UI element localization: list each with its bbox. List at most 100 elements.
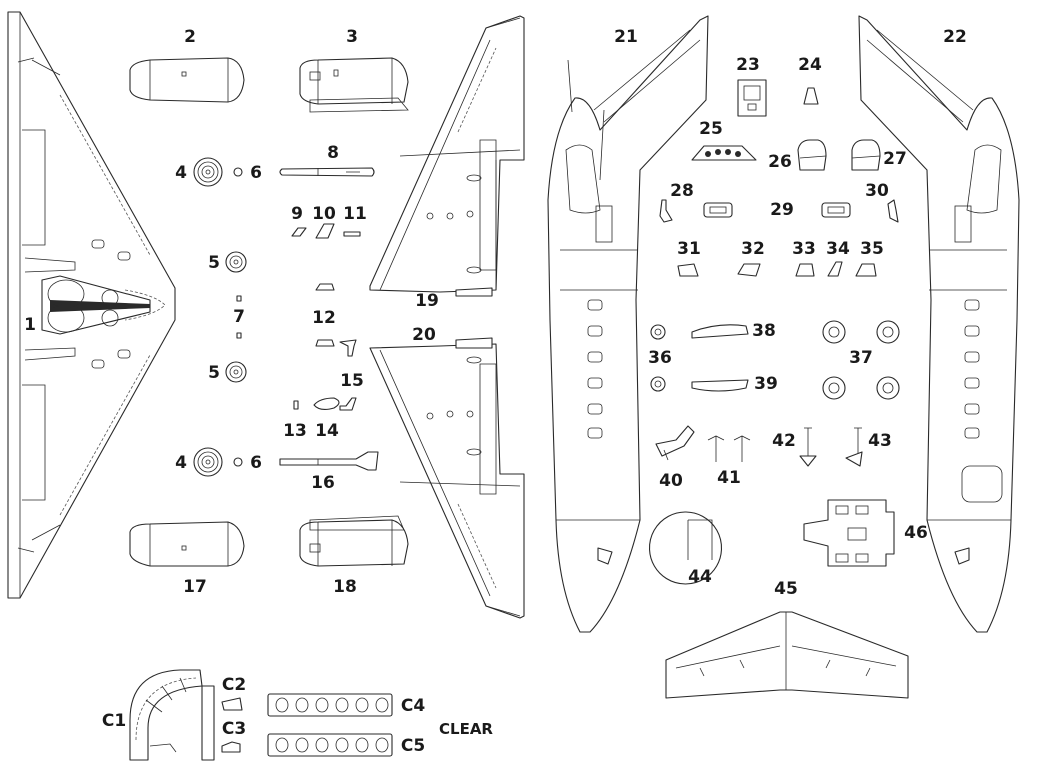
part-10 <box>315 223 335 239</box>
part-6-spinner-a <box>233 167 243 177</box>
part-15a <box>339 339 357 357</box>
label-30: 30 <box>865 181 889 201</box>
label-37: 37 <box>849 348 873 368</box>
part-36-nose-wheels <box>650 324 666 392</box>
label-14: 14 <box>315 421 339 441</box>
part-43-main-leg <box>845 427 863 467</box>
part-1-lower-wing <box>7 11 176 599</box>
label-28: 28 <box>670 181 694 201</box>
part-40-gear-strut <box>655 425 695 461</box>
part-C3 <box>221 741 241 753</box>
part-24 <box>803 87 819 105</box>
part-18-nacelle <box>299 515 409 567</box>
part-45-horizontal-stabiliser <box>665 611 909 699</box>
part-28 <box>659 199 673 223</box>
part-38 <box>691 324 749 339</box>
part-13 <box>293 400 299 410</box>
label-C1: C1 <box>102 711 126 731</box>
part-27-seat-back <box>851 139 881 171</box>
part-44-bulkhead <box>649 511 722 585</box>
label-46: 46 <box>904 523 928 543</box>
part-9 <box>291 227 307 237</box>
part-12a <box>315 283 335 291</box>
label-27: 27 <box>883 149 907 169</box>
part-15b <box>339 397 357 411</box>
label-29: 29 <box>770 200 794 220</box>
part-42-main-leg <box>799 427 817 467</box>
label-10: 10 <box>312 204 336 224</box>
label-12: 12 <box>312 308 336 328</box>
part-30 <box>887 199 899 223</box>
label-24: 24 <box>798 55 822 75</box>
label-6b: 6 <box>250 453 262 473</box>
label-35: 35 <box>860 239 884 259</box>
part-C1-canopy <box>129 669 215 761</box>
label-5a: 5 <box>208 253 220 273</box>
part-41-gear-legs <box>707 435 751 462</box>
part-11 <box>343 231 361 237</box>
part-25-instrument-panel <box>691 145 757 161</box>
part-4-fan-a <box>193 157 223 187</box>
part-C5-window-strip <box>267 733 393 757</box>
part-37-main-wheels <box>822 320 900 400</box>
part-22-fuselage-half <box>858 15 1020 633</box>
label-42: 42 <box>772 431 796 451</box>
label-8: 8 <box>327 143 339 163</box>
part-34 <box>827 261 843 277</box>
label-31: 31 <box>677 239 701 259</box>
label-19: 19 <box>415 291 439 311</box>
label-20: 20 <box>412 325 436 345</box>
part-23-seat <box>737 79 767 117</box>
label-23: 23 <box>736 55 760 75</box>
part-29b <box>821 202 851 218</box>
label-9: 9 <box>291 204 303 224</box>
label-7: 7 <box>233 307 245 327</box>
part-17-nacelle <box>129 521 245 567</box>
label-15: 15 <box>340 371 364 391</box>
label-2: 2 <box>184 27 196 47</box>
label-6a: 6 <box>250 163 262 183</box>
label-39: 39 <box>754 374 778 394</box>
label-21: 21 <box>614 27 638 47</box>
part-C4-window-strip <box>267 693 393 717</box>
label-4a: 4 <box>175 163 187 183</box>
part-31 <box>677 263 699 277</box>
label-43: 43 <box>868 431 892 451</box>
part-35 <box>855 263 877 277</box>
label-5b: 5 <box>208 363 220 383</box>
label-C2: C2 <box>222 675 246 695</box>
label-4b: 4 <box>175 453 187 473</box>
part-16-gear-door <box>279 451 379 471</box>
clear-parts-label: CLEAR <box>439 720 493 738</box>
label-16: 16 <box>311 473 335 493</box>
label-33: 33 <box>792 239 816 259</box>
label-34: 34 <box>826 239 850 259</box>
part-5-fan-b <box>225 361 247 383</box>
part-12b <box>315 339 335 347</box>
part-6-spinner-b <box>233 457 243 467</box>
part-32 <box>737 263 761 277</box>
label-17: 17 <box>183 577 207 597</box>
label-18: 18 <box>333 577 357 597</box>
part-14 <box>313 397 340 411</box>
part-26-seat-back <box>797 139 827 171</box>
label-25: 25 <box>699 119 723 139</box>
part-7-pins <box>236 295 242 339</box>
label-44: 44 <box>688 567 712 587</box>
label-40: 40 <box>659 471 683 491</box>
part-20-upper-wing <box>369 337 525 619</box>
label-11: 11 <box>343 204 367 224</box>
label-13: 13 <box>283 421 307 441</box>
label-C4: C4 <box>401 696 425 716</box>
label-1: 1 <box>24 315 36 335</box>
part-19-upper-wing <box>369 15 525 297</box>
part-3-nacelle <box>299 57 409 113</box>
label-22: 22 <box>943 27 967 47</box>
part-33 <box>795 263 815 277</box>
label-3: 3 <box>346 27 358 47</box>
label-32: 32 <box>741 239 765 259</box>
label-C3: C3 <box>222 719 246 739</box>
part-21-fuselage-half <box>547 15 709 633</box>
part-2-nacelle <box>129 57 245 103</box>
